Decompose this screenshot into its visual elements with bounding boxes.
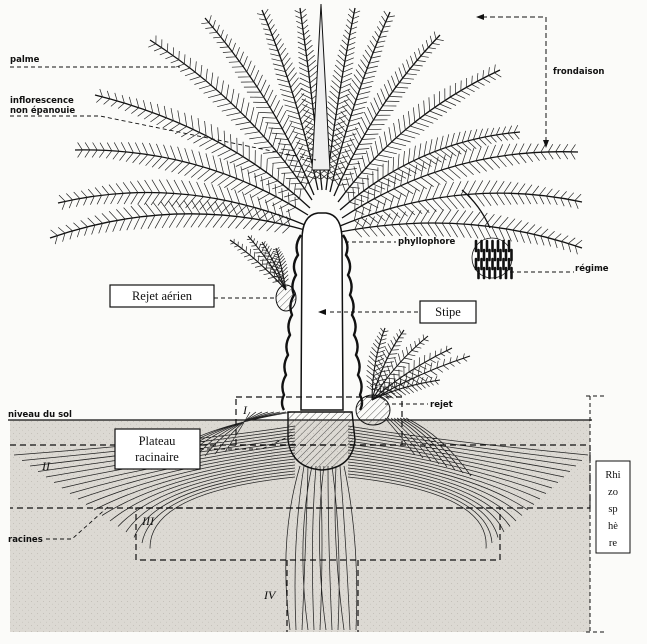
frondaison-arrow-top — [476, 14, 484, 20]
rhizosphere-line-2: zo — [608, 487, 618, 498]
rhizosphere-line-1: Rhi — [605, 470, 620, 481]
aerial-offshoot — [230, 235, 296, 311]
rhizosphere-line-5: re — [609, 538, 617, 549]
inflorescence-label: inflorescence — [10, 96, 74, 106]
zone-2-label: II — [41, 459, 51, 473]
stipe-label: Stipe — [435, 305, 461, 319]
palme-label: palme — [10, 55, 40, 65]
rejet-aerien-label: Rejet aérien — [132, 289, 193, 303]
root-plateau — [288, 412, 355, 470]
zone-1-label: I — [242, 403, 248, 417]
phyllophore-right — [343, 235, 362, 410]
inflorescence-spear — [312, 4, 330, 170]
plateau-label-line1: Plateau — [139, 434, 177, 448]
racines-label: racines — [8, 535, 43, 545]
non-epanouie-label: non épanouie — [10, 105, 75, 116]
inflorescence-leader — [10, 116, 316, 160]
phyllophore-left — [282, 235, 301, 410]
phyllophore-label: phyllophore — [398, 237, 456, 247]
rejet-label: rejet — [430, 400, 453, 410]
zone-4-label: IV — [263, 588, 277, 602]
regime-label: régime — [575, 263, 609, 274]
ground-offshoot — [356, 328, 470, 425]
frondaison-label: frondaison — [553, 67, 604, 77]
regime-bunch — [462, 190, 512, 278]
niveau-sol-label: niveau du sol — [8, 410, 72, 420]
zone-3-label: III — [141, 514, 155, 528]
rhizosphere-line-4: hè — [608, 521, 618, 532]
plateau-label-line2: racinaire — [135, 450, 179, 464]
rhizosphere-line-3: sp — [608, 504, 617, 515]
